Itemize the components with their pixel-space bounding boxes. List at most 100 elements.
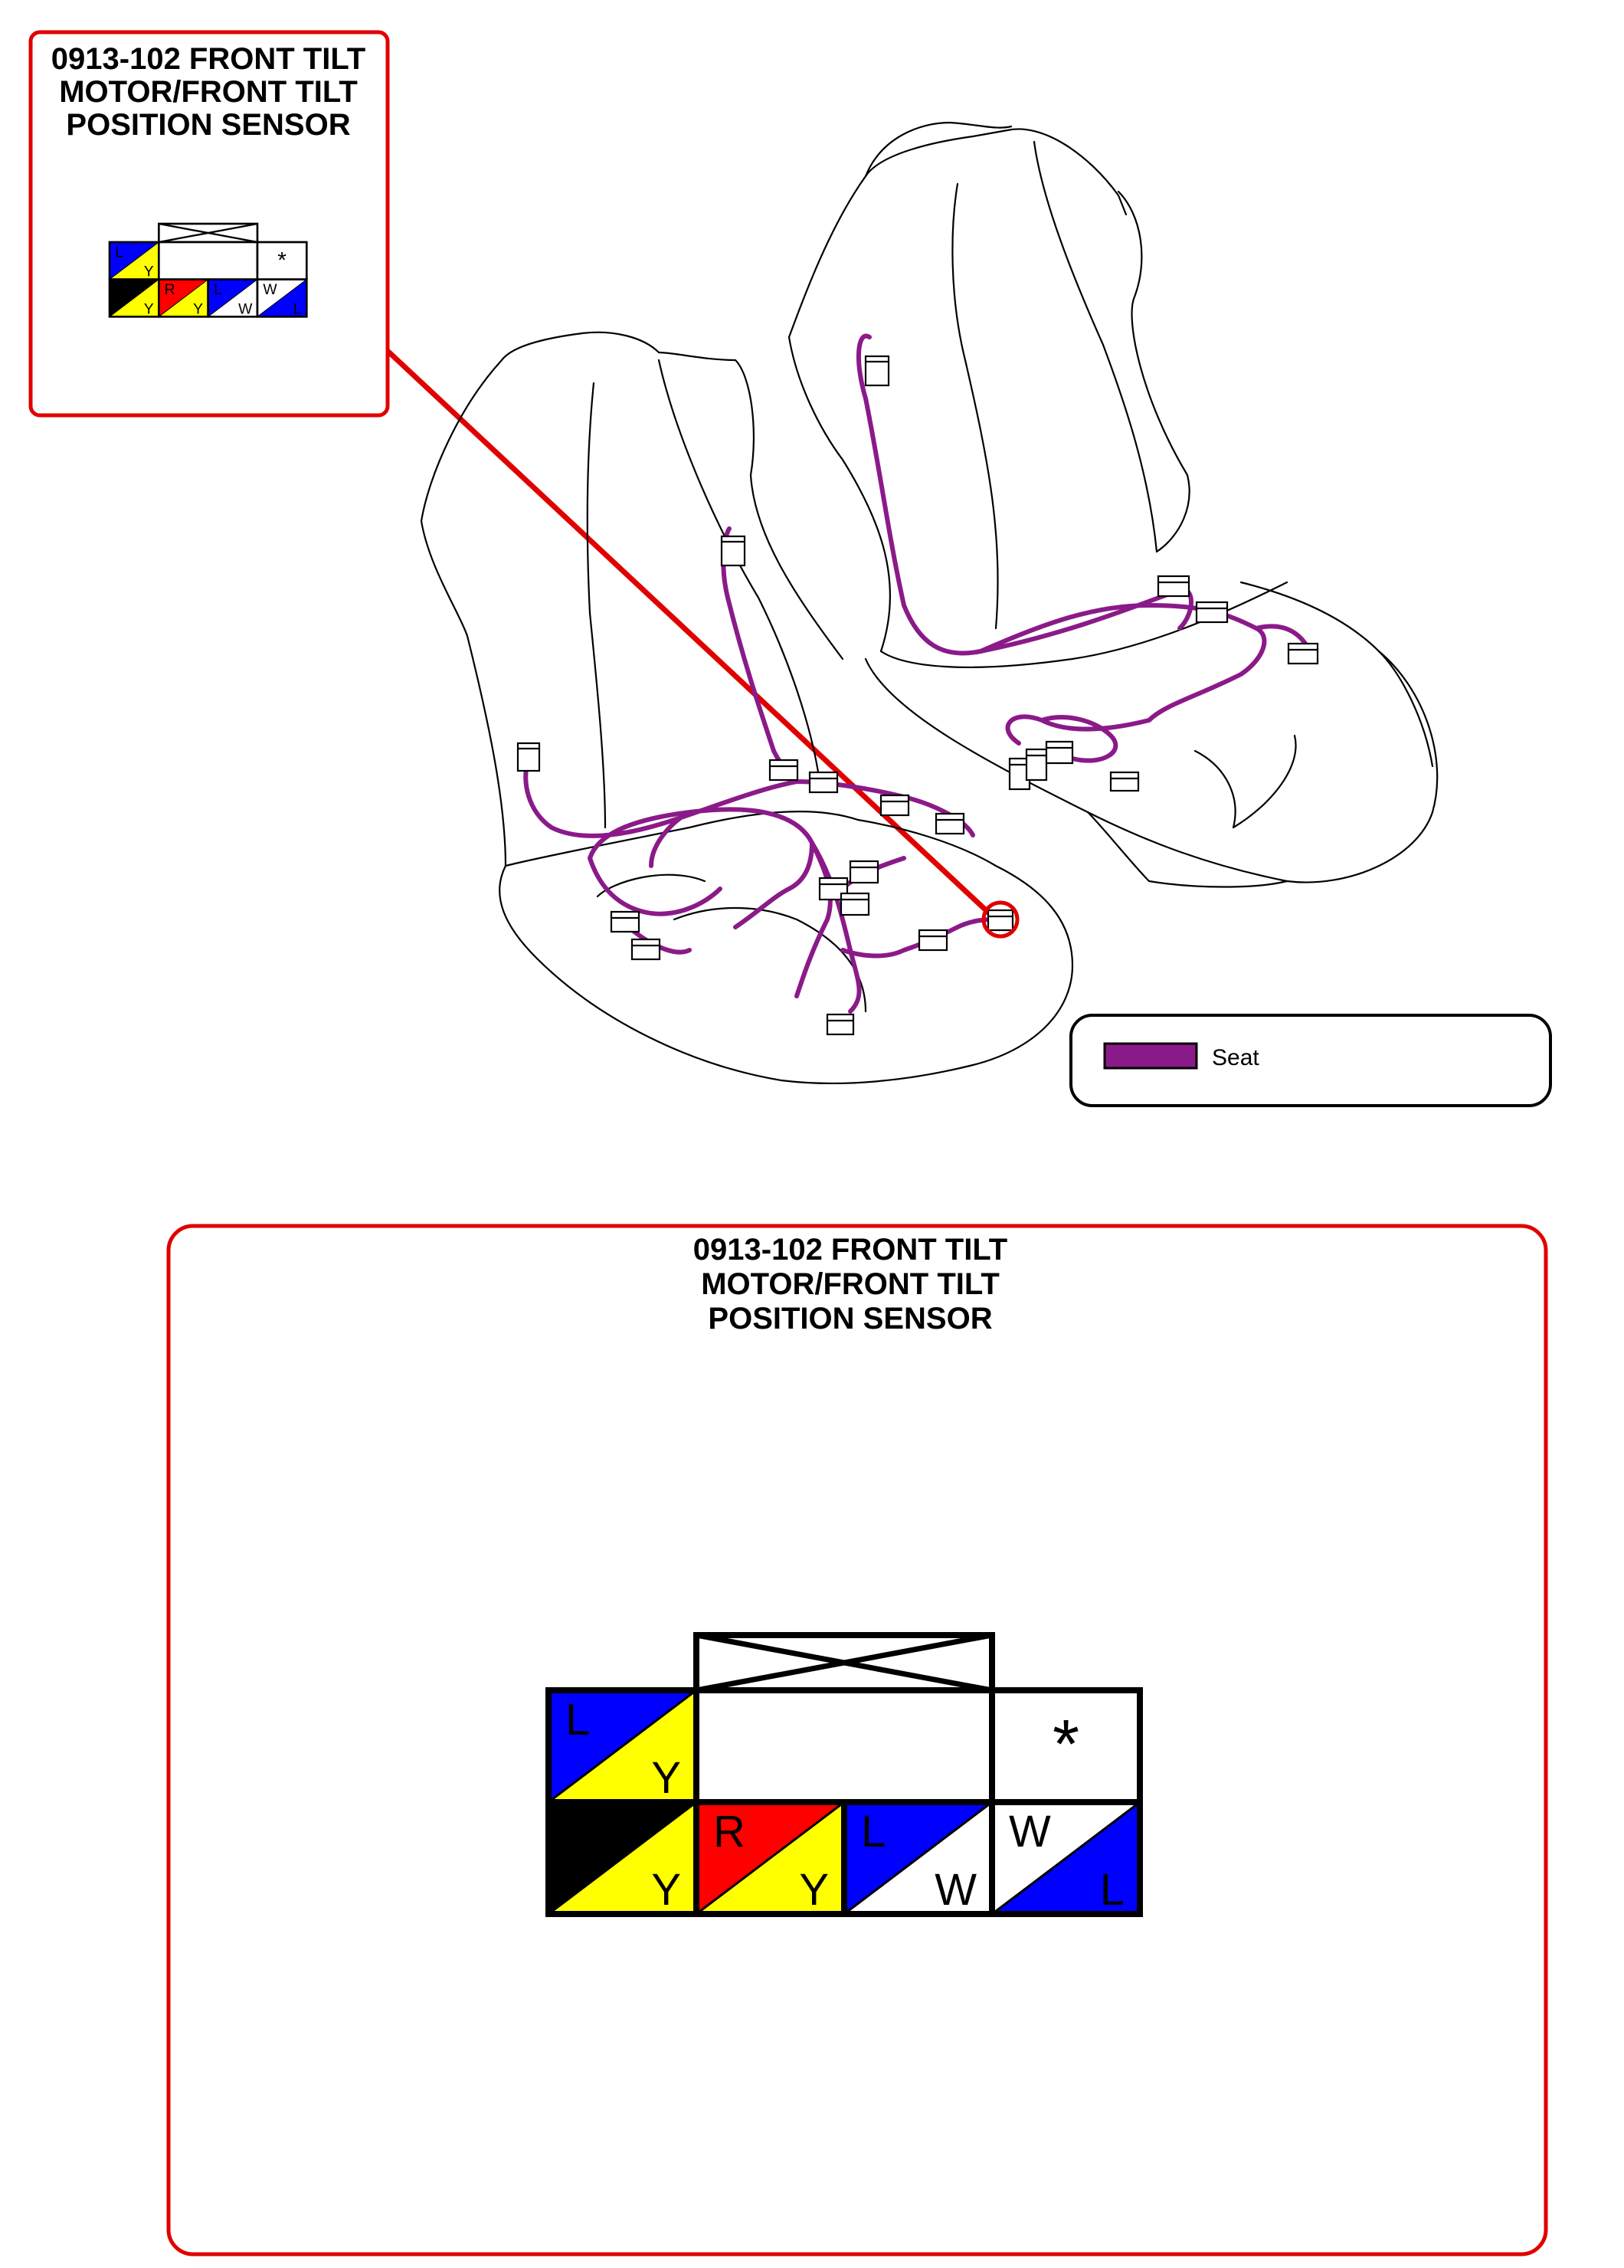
harness-right-seat-cushion	[978, 603, 1312, 763]
connector-large-pin-7-top-label: W	[1009, 1807, 1051, 1857]
connector-small-pin-5: RY	[157, 278, 209, 318]
connector-large-pin-7-frame	[989, 1799, 1143, 1917]
connector-large-pin-6-divider	[843, 1801, 993, 1916]
leader-line	[385, 349, 998, 922]
connector-small-pin-1-top-label: L	[115, 244, 123, 261]
callout-large-title-line-2: MOTOR/FRONT TILT	[701, 1267, 1000, 1301]
connector-large-pin-1-divider	[548, 1689, 697, 1804]
connector-large-pin-3: *	[989, 1687, 1143, 1805]
connector-large-pin-2	[693, 1687, 995, 1805]
target-connector-highlight	[981, 900, 1020, 939]
connector-small-pin-5-top-label: R	[165, 282, 175, 298]
connector-small-pin-4-top-label: B	[115, 282, 125, 298]
legend-seat-label: Seat	[1212, 1045, 1259, 1070]
connector-r6	[1025, 748, 1048, 782]
callout-small-title-line-3: POSITION SENSOR	[66, 108, 350, 142]
callout-small-title-line-2: MOTOR/FRONT TILT	[59, 75, 358, 109]
connector-l7	[849, 860, 879, 884]
connector-large-pin-4-bottom-label: Y	[651, 1865, 681, 1915]
connector-small-pin-3-color-b	[257, 241, 307, 280]
connector-small-pin-3-color-a	[257, 241, 307, 280]
connector-r7	[1045, 740, 1074, 765]
callout-small: 0913-102 FRONT TILT MOTOR/FRONT TILT POS…	[28, 30, 390, 418]
connector-r2	[1157, 575, 1190, 598]
connector-large-pin-6: LW	[841, 1799, 995, 1917]
legend: Seat	[1069, 1014, 1552, 1107]
connector-l1	[720, 535, 746, 567]
connector-large-pin-1-bottom-label: Y	[651, 1753, 681, 1803]
connector-small-pin-6-divider	[208, 279, 258, 317]
connector-small-pin-5-bottom-label: Y	[193, 301, 203, 317]
connector-large-pin-7-divider	[991, 1801, 1141, 1916]
callout-large-title-line-1: 0913-102 FRONT TILT	[693, 1233, 1007, 1267]
connector-r3	[1195, 601, 1229, 624]
connector-large-pin-5-top-label: R	[713, 1807, 745, 1857]
connector-l4	[808, 771, 839, 794]
callout-large: 0913-102 FRONT TILT MOTOR/FRONT TILT POS…	[166, 1224, 1548, 2257]
connector-small-pin-5-color-a	[159, 279, 208, 317]
connector-small-pin-1-color-b	[110, 241, 159, 280]
connector-large-pin-6-top-label: L	[861, 1807, 886, 1857]
callout-large-title-line-3: POSITION SENSOR	[708, 1302, 992, 1336]
connector-target	[987, 909, 1014, 932]
connector-large-pin-7-bottom-label: L	[1100, 1865, 1125, 1915]
connector-small-pin-7: WL	[256, 278, 308, 318]
connector-small-pin-7-color-b	[257, 279, 307, 317]
connector-l12	[918, 929, 948, 952]
connector-r4	[1287, 642, 1319, 665]
connector-small-pin-1: LY	[108, 241, 160, 280]
connector-small-pin-5-divider	[159, 279, 208, 317]
connector-l6	[935, 812, 965, 835]
connector-small-pin-6-top-label: L	[214, 282, 222, 298]
connector-small-pin-2	[157, 241, 259, 280]
connector-small-pin-6-bottom-label: W	[238, 301, 253, 317]
connector-small-pin-7-divider	[257, 279, 307, 317]
connector-large-pin-7: WL	[989, 1799, 1143, 1917]
connector-small-pin-3-mark: *	[277, 248, 286, 274]
connector-small-pin-6: LW	[207, 278, 259, 318]
connector-small-hood-cross-b	[159, 222, 258, 244]
legend-seat-swatch	[1103, 1042, 1198, 1070]
connector-large-pin-5-divider	[696, 1801, 845, 1916]
connector-l9	[840, 892, 870, 916]
connector-l3	[768, 759, 799, 782]
connector-l10	[610, 910, 640, 933]
connector-small-pin-2-color-b	[159, 241, 257, 280]
connector-large-pin-4-top-label: B	[565, 1807, 595, 1857]
connector-l5	[879, 794, 910, 817]
connector-r8	[1109, 771, 1140, 792]
connector-l13	[826, 1013, 855, 1036]
connector-small-pin-7-bottom-label: L	[293, 301, 302, 317]
connector-large-pin-1-top-label: L	[565, 1695, 590, 1745]
connector-small-pin-4-bottom-label: Y	[144, 301, 154, 317]
seat-connectors	[516, 355, 1319, 1036]
connector-large-pin-5: RY	[693, 1799, 847, 1917]
seat-harness	[523, 333, 1312, 1014]
connector-l11	[630, 938, 661, 961]
connector-small-pin-7-frame	[256, 278, 308, 318]
connector-small-pin-1-divider	[109, 241, 159, 280]
connector-large-pin-3-color-b	[992, 1690, 1140, 1802]
connector-small-pin-4-divider	[109, 279, 159, 317]
connector-large-pin-5-bottom-label: Y	[799, 1865, 829, 1915]
connector-large-pin-6-bottom-label: W	[935, 1865, 977, 1915]
connector-r1	[864, 355, 890, 387]
connector-large-pin-3-mark: *	[1053, 1706, 1079, 1783]
harness-left-seat-cushion	[523, 756, 998, 1014]
connector-large-pin-1: LY	[545, 1687, 699, 1805]
connector-l2	[516, 742, 541, 772]
legend-border	[1069, 1014, 1552, 1107]
left-seat-outline	[420, 331, 1074, 1085]
harness-left-seat-back	[721, 526, 799, 784]
connector-small-pin-3: *	[256, 241, 308, 280]
connector-large-pin-4: BY	[545, 1799, 699, 1917]
connector-large-pin-4-divider	[548, 1801, 697, 1916]
connector-small-pin-4: BY	[108, 278, 160, 318]
callout-small-title-line-1: 0913-102 FRONT TILT	[51, 42, 365, 76]
connector-small-pin-7-top-label: W	[263, 282, 277, 298]
connector-small-pin-1-bottom-label: Y	[144, 264, 154, 280]
connector-large-hood-cross-b	[696, 1632, 993, 1693]
